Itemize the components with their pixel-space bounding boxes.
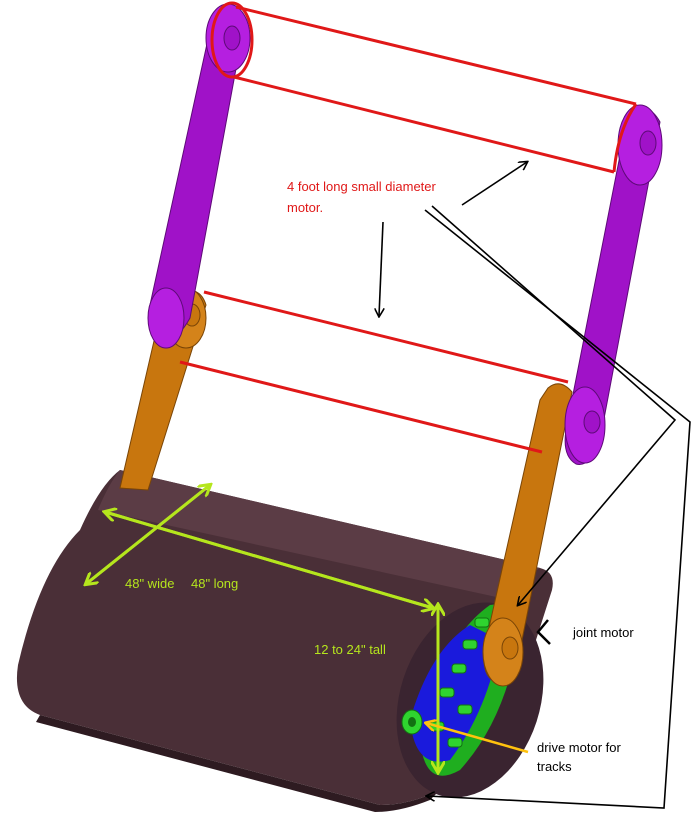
drive-motor xyxy=(401,709,423,735)
lower-motor-outline xyxy=(179,290,569,454)
drive-motor-label-line2: tracks xyxy=(537,759,572,774)
joint-motor-pointer xyxy=(536,619,551,645)
drive-motor-label-line1: drive motor for xyxy=(537,740,621,755)
motor-label-line2: motor. xyxy=(287,200,323,215)
long-pointer-lines xyxy=(424,205,691,809)
length-label: 48" long xyxy=(191,576,238,591)
motor-pointer-arrows xyxy=(379,162,527,316)
joint-motor-label: joint motor xyxy=(572,625,634,640)
upper-arm-right xyxy=(564,104,663,465)
motor-label-line1: 4 foot long small diameter xyxy=(287,179,437,194)
dimension-arrows xyxy=(86,485,438,772)
width-label: 48" wide xyxy=(125,576,174,591)
upper-motor-outline xyxy=(210,1,638,174)
height-label: 12 to 24" tall xyxy=(314,642,386,657)
drive-motor-pointer xyxy=(426,723,529,754)
upper-arm-left xyxy=(147,3,251,349)
lower-arm-right xyxy=(482,383,573,687)
